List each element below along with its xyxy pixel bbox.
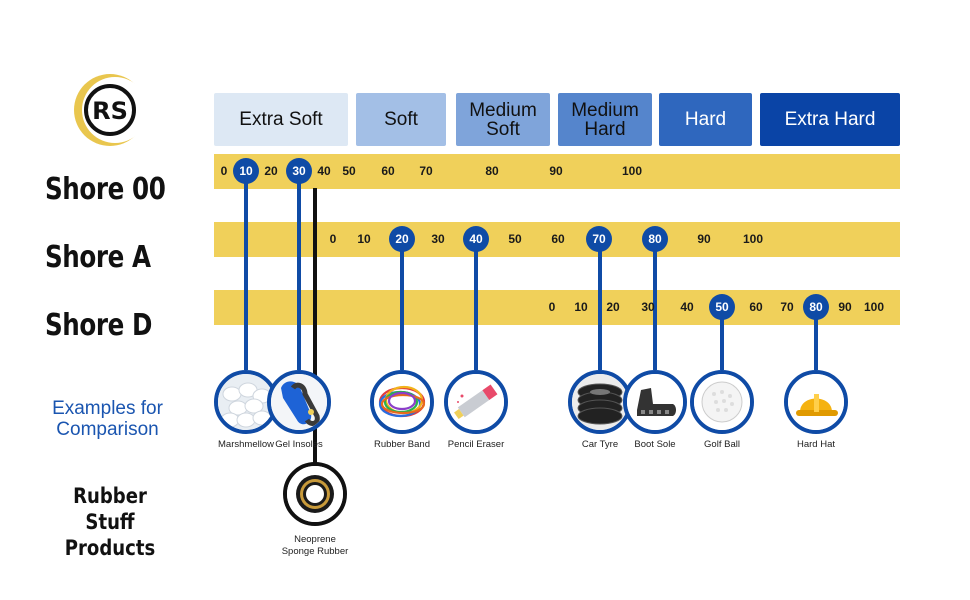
example-label: Gel Insoles bbox=[275, 439, 323, 450]
product-label-line: Sponge Rubber bbox=[281, 546, 349, 557]
category-label: Medium bbox=[571, 99, 639, 121]
neoprene-roll-icon bbox=[283, 462, 347, 526]
scale-tick: 40 bbox=[680, 300, 694, 314]
scale-tick: 60 bbox=[381, 164, 395, 178]
connector-line bbox=[474, 239, 478, 370]
scale-tick: 20 bbox=[264, 164, 278, 178]
scale-tick: 100 bbox=[863, 300, 885, 314]
connector-line bbox=[244, 171, 248, 370]
category-box-4: Hard bbox=[659, 93, 752, 146]
category-label: Hard bbox=[684, 109, 727, 130]
logo-text: RS bbox=[92, 97, 128, 125]
scale-tick: 90 bbox=[549, 164, 563, 178]
example-label: Hard Hat bbox=[796, 439, 836, 450]
scale-tick: 20 bbox=[606, 300, 620, 314]
product-label-line: Neoprene bbox=[294, 534, 336, 545]
example-label: Car Tyre bbox=[581, 439, 619, 450]
shore-d-label: Shore D bbox=[45, 308, 153, 343]
scale-tick: 90 bbox=[697, 232, 711, 246]
scale-tick: 70 bbox=[780, 300, 794, 314]
connector-line bbox=[653, 239, 657, 370]
category-label: Extra Hard bbox=[784, 109, 876, 130]
shore-d-band bbox=[214, 290, 900, 325]
highlight-value: 70 bbox=[586, 226, 612, 252]
scale-tick: 60 bbox=[749, 300, 763, 314]
example-label: Boot Sole bbox=[634, 439, 676, 450]
shore-a-label: Shore A bbox=[45, 240, 151, 275]
highlight-value: 10 bbox=[233, 158, 259, 184]
products-title-line: Rubber Stuff bbox=[73, 484, 147, 534]
rubber-band-icon bbox=[370, 370, 434, 434]
connector-line bbox=[814, 307, 818, 370]
eraser-icon bbox=[444, 370, 508, 434]
tyre-icon bbox=[568, 370, 632, 434]
highlight-value: 50 bbox=[709, 294, 735, 320]
example-label: Pencil Eraser bbox=[447, 439, 505, 450]
boot-sole-icon bbox=[623, 370, 687, 434]
shore-00-label: Shore 00 bbox=[45, 172, 166, 207]
highlight-value: 80 bbox=[803, 294, 829, 320]
scale-tick: 40 bbox=[317, 164, 331, 178]
scale-tick: 100 bbox=[742, 232, 764, 246]
scale-tick: 0 bbox=[220, 164, 228, 178]
example-label: Golf Ball bbox=[704, 439, 740, 450]
category-label: Hard bbox=[584, 118, 626, 140]
examples-title: Examples for Comparison bbox=[40, 398, 175, 440]
category-box-1: Soft bbox=[356, 93, 446, 146]
scale-tick: 30 bbox=[641, 300, 655, 314]
product-connector-line bbox=[313, 188, 317, 470]
scale-tick: 0 bbox=[329, 232, 337, 246]
shore-a-band bbox=[214, 222, 900, 257]
category-label: Soft bbox=[486, 118, 520, 140]
example-label: Marshmellow bbox=[218, 439, 274, 450]
examples-title-line: Comparison bbox=[56, 419, 159, 440]
category-label: Extra Soft bbox=[239, 109, 323, 130]
highlight-value: 40 bbox=[463, 226, 489, 252]
connector-line bbox=[297, 171, 301, 370]
shore-00-band bbox=[214, 154, 900, 189]
scale-tick: 50 bbox=[342, 164, 356, 178]
category-label: Soft bbox=[384, 109, 418, 130]
connector-line bbox=[400, 239, 404, 370]
scale-tick: 90 bbox=[838, 300, 852, 314]
examples-title-line: Examples for bbox=[52, 398, 163, 419]
products-title: Rubber Stuff Products bbox=[40, 483, 180, 561]
hard-hat-icon bbox=[784, 370, 848, 434]
products-title-line: Products bbox=[64, 536, 156, 560]
rubber-stuff-logo: RS bbox=[70, 70, 150, 150]
insole-icon bbox=[267, 370, 331, 434]
scale-tick: 50 bbox=[508, 232, 522, 246]
connector-line bbox=[598, 239, 602, 370]
scale-tick: 60 bbox=[551, 232, 565, 246]
highlight-value: 30 bbox=[286, 158, 312, 184]
highlight-value: 80 bbox=[642, 226, 668, 252]
scale-tick: 100 bbox=[621, 164, 643, 178]
golf-ball-icon bbox=[690, 370, 754, 434]
category-label: Medium bbox=[469, 99, 537, 121]
category-box-0: Extra Soft bbox=[214, 93, 348, 146]
highlight-value: 20 bbox=[389, 226, 415, 252]
scale-tick: 30 bbox=[431, 232, 445, 246]
scale-tick: 80 bbox=[485, 164, 499, 178]
category-box-5: Extra Hard bbox=[760, 93, 900, 146]
scale-tick: 10 bbox=[574, 300, 588, 314]
scale-tick: 70 bbox=[419, 164, 433, 178]
connector-line bbox=[720, 307, 724, 370]
scale-tick: 10 bbox=[357, 232, 371, 246]
example-label: Rubber Band bbox=[374, 439, 430, 450]
scale-tick: 0 bbox=[548, 300, 556, 314]
